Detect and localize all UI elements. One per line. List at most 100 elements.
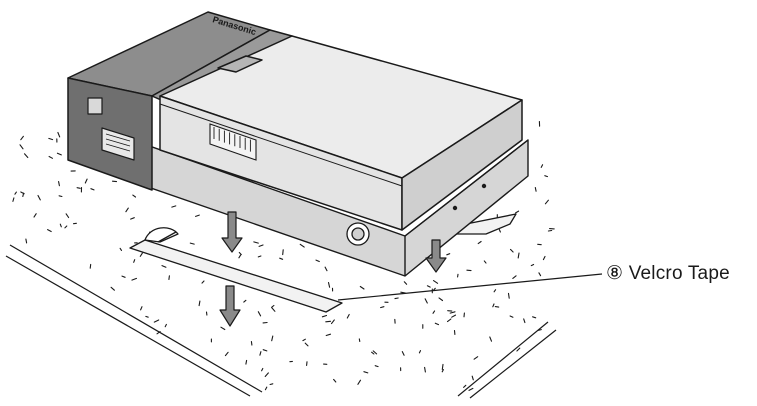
surface-speck [91,189,94,190]
surface-speck [447,254,450,255]
surface-speck [539,273,541,276]
surface-speck [260,352,261,356]
surface-speck [524,319,525,323]
surface-speck [251,342,252,346]
surface-speck [329,283,330,288]
surface-speck [202,281,204,283]
surface-speck [132,278,137,280]
surface-speck [140,253,142,256]
surface-speck [472,376,473,380]
surface-speck [545,200,548,204]
surface-speck [254,242,258,243]
down-arrow-icon [220,286,240,326]
surface-speck [332,320,335,324]
callout-leader-line [338,274,602,300]
surface-speck [300,244,304,247]
surface-speck [533,317,536,318]
surface-speck [474,357,478,360]
surface-speck [65,226,67,228]
surface-speck [510,316,513,317]
surface-speck [303,339,306,340]
surface-speck [270,384,273,385]
surface-speck [419,351,420,353]
surface-speck [543,257,545,260]
surface-speck [513,276,516,279]
surface-speck [25,154,28,158]
surface-speck [490,337,492,341]
surface-speck [258,256,261,257]
surface-speck [448,319,451,322]
surface-speck [359,339,360,342]
surface-speck [13,198,14,202]
surface-speck [509,293,510,298]
surface-speck [34,214,36,217]
surface-speck [280,258,283,259]
surface-speck [439,298,443,301]
surface-speck [478,242,481,244]
surface-speck [535,188,536,192]
surface-speck [154,320,158,322]
surface-speck [305,343,308,346]
surface-speck [77,188,80,189]
surface-speck [464,385,466,387]
round-connector [347,223,369,245]
surface-speck [169,276,170,280]
surface-speck [265,387,266,390]
surface-speck [450,312,455,313]
surface-speck [272,336,273,341]
surface-speck [404,282,406,285]
surface-speck [196,215,200,216]
surface-speck [425,299,427,303]
surface-speck [15,192,17,194]
surface-speck [494,290,496,292]
surface-speck [358,380,361,384]
surface-speck [165,324,166,326]
surface-speck [258,312,260,316]
surface-speck [49,157,52,159]
surface-speck [538,330,541,331]
callout-number: ⑧ [606,263,623,284]
surface-speck [469,388,473,390]
surface-speck [495,307,498,308]
callout-label-velcro-tape: ⑧ Velcro Tape [606,262,730,285]
surface-speck [58,133,60,137]
surface-speck [433,311,435,313]
surface-speck [21,192,24,194]
surface-speck [146,316,148,317]
surface-speck [283,250,284,255]
surface-speck [57,153,61,155]
surface-speck [322,316,326,317]
surface-speck [402,352,404,356]
surface-speck [134,260,135,263]
surface-speck [49,138,53,139]
surface-speck [172,206,176,207]
surface-speck [511,249,514,252]
surface-speck [442,364,443,369]
surface-speck [20,145,23,149]
surface-speck [484,261,486,263]
surface-speck [225,352,228,355]
surface-speck [239,253,241,255]
surface-speck [548,231,551,232]
surface-speck [326,334,330,335]
surface-speck [272,306,274,308]
surface-speck [427,286,430,287]
surface-speck [395,298,398,299]
surface-speck [435,323,438,324]
surface-speck [375,366,378,367]
surface-speck [162,266,166,268]
surface-speck [111,287,114,290]
surface-speck [541,165,542,168]
surface-speck [85,179,87,183]
surface-speck [126,208,128,212]
surface-speck [21,136,24,139]
surface-speck [199,301,200,306]
surface-speck [517,348,520,351]
surface-speck [518,253,519,258]
surface-speck [244,300,246,302]
surface-speck [38,196,40,200]
surface-speck [59,196,62,197]
surface-speck [493,304,494,307]
surface-speck [133,195,136,197]
